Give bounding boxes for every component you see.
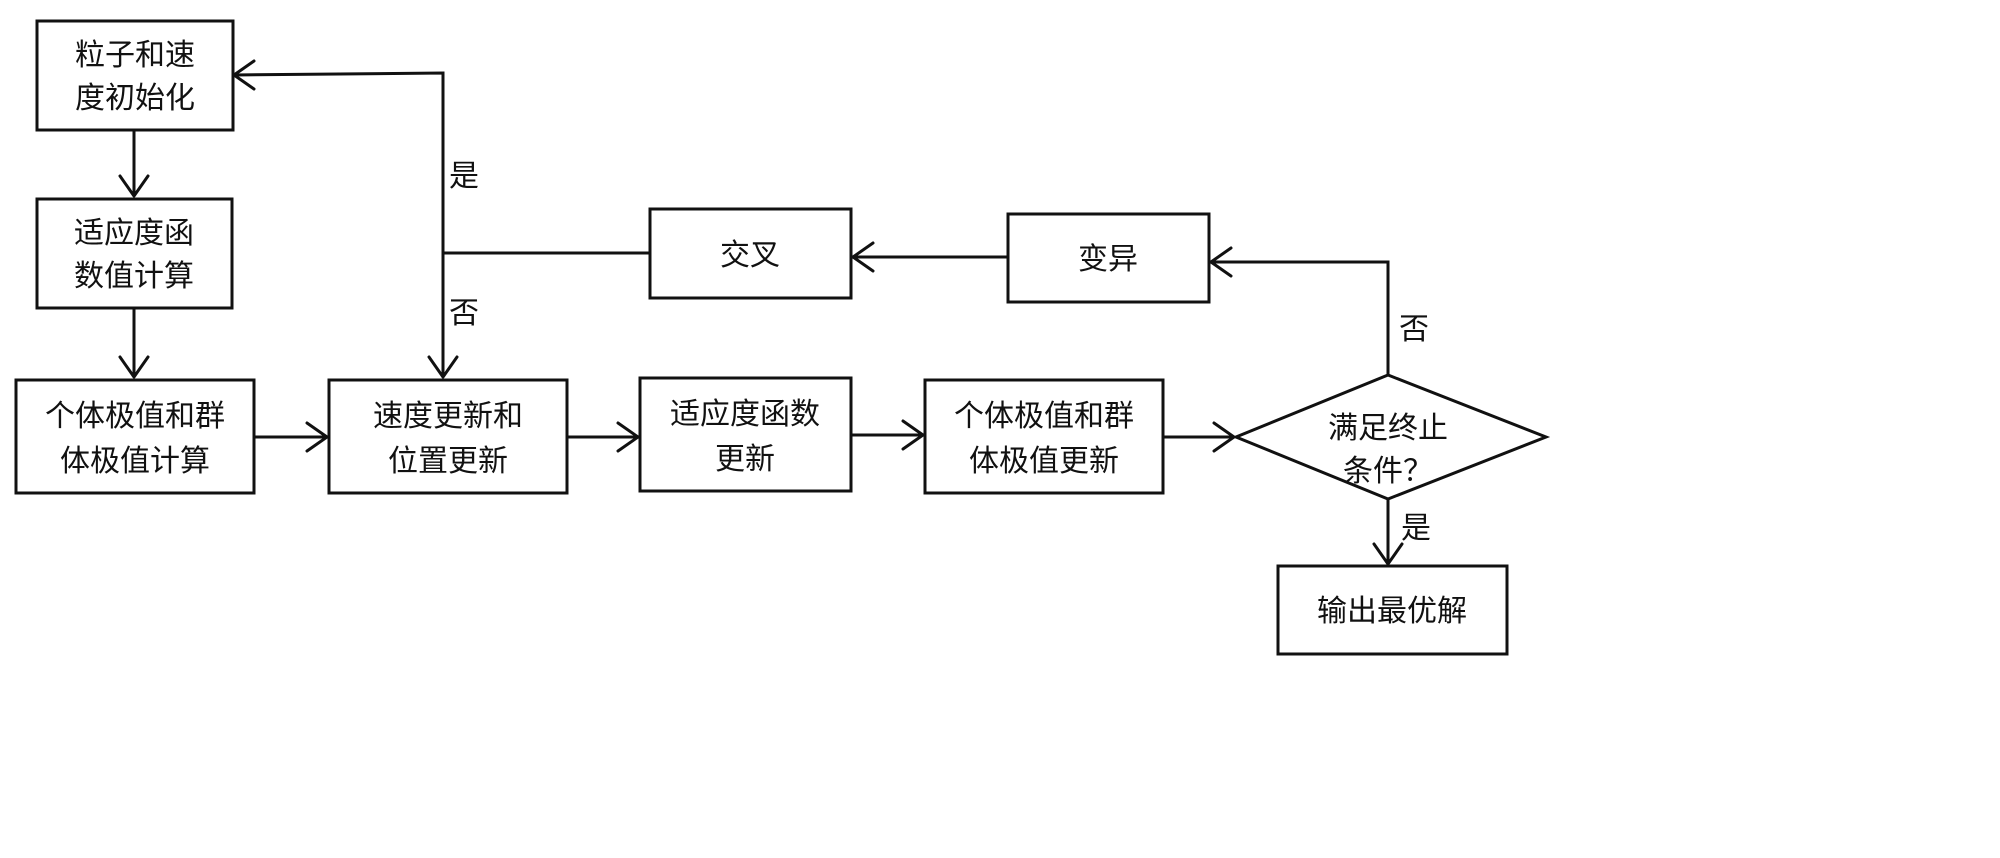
node-init: 粒子和速 度初始化 <box>35 19 235 132</box>
node-velocity-update-line-2: 位置更新 <box>388 444 508 479</box>
node-velocity-update-line-1: 速度更新和 <box>373 399 523 434</box>
node-extreme-calc-line-2: 体极值计算 <box>60 444 210 479</box>
node-fitness-calc-line-2: 数值计算 <box>74 259 194 294</box>
node-output-label: 输出最优解 <box>1317 594 1467 629</box>
node-extreme-calc-line-1: 个体极值和群 <box>45 399 225 434</box>
node-termination-line-2: 条件？ <box>1343 454 1433 489</box>
node-termination-line-1: 满足终止 <box>1328 411 1448 446</box>
node-fitness-update-line-2: 更新 <box>715 442 775 477</box>
node-termination: 满足终止 条件？ <box>1232 373 1551 501</box>
node-fitness-calc: 适应度函 数值计算 <box>35 197 234 310</box>
arrowhead-icon <box>851 241 875 273</box>
edge-label-yes-output: 是 <box>1401 511 1431 546</box>
arrowhead-icon <box>118 174 150 198</box>
node-fitness-calc-line-1: 适应度函 <box>74 216 194 251</box>
arrowhead-icon <box>1372 542 1404 566</box>
pso-flowchart: 粒子和速 度初始化 适应度函 数值计算 个体极值和群 体极值计算 速度更新和 位… <box>14 19 1551 656</box>
node-extreme-update-line-1: 个体极值和群 <box>954 399 1134 434</box>
arrowhead-icon <box>118 355 150 379</box>
node-crossover: 交叉 <box>648 207 853 300</box>
edge-label-no-mutation: 否 <box>1399 312 1429 347</box>
node-output: 输出最优解 <box>1276 564 1509 656</box>
node-fitness-update-line-1: 适应度函数 <box>670 397 820 432</box>
arrowhead-icon <box>305 421 329 453</box>
edge-label-yes-loop: 是 <box>449 159 479 194</box>
node-init-line-1: 粒子和速 <box>75 38 195 73</box>
arrowhead-icon <box>616 421 640 453</box>
node-mutation-label: 变异 <box>1078 242 1138 277</box>
node-mutation: 变异 <box>1006 212 1211 304</box>
edge-termination-to-mutation <box>1211 260 1390 375</box>
edge-junction-to-init <box>233 71 445 253</box>
edge-label-no-loop: 否 <box>449 296 479 331</box>
node-extreme-update-line-2: 体极值更新 <box>969 444 1119 479</box>
arrowhead-icon <box>901 419 925 451</box>
node-extreme-calc: 个体极值和群 体极值计算 <box>14 378 256 495</box>
node-crossover-label: 交叉 <box>720 238 780 273</box>
node-velocity-update: 速度更新和 位置更新 <box>327 378 569 495</box>
node-init-line-2: 度初始化 <box>75 81 195 116</box>
arrowhead-icon <box>1209 246 1233 278</box>
node-fitness-update: 适应度函数 更新 <box>638 376 853 493</box>
node-extreme-update: 个体极值和群 体极值更新 <box>923 378 1165 495</box>
arrowhead-icon <box>427 355 459 379</box>
